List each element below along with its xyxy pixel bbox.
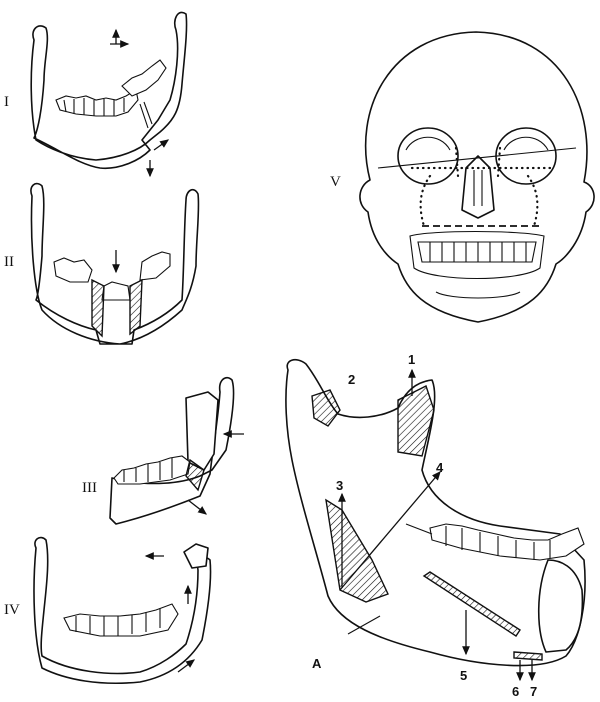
panel-i-label: I <box>4 94 9 110</box>
panel-ii-label: II <box>4 254 14 270</box>
panel-i-mandible: I <box>4 11 188 178</box>
panel-iii-label: III <box>82 480 97 496</box>
panel-iv-mandible: IV <box>4 536 212 685</box>
number-7: 7 <box>530 684 537 699</box>
panel-ii-mandible: II <box>4 182 200 345</box>
number-6: 6 <box>512 684 519 699</box>
number-4: 4 <box>436 460 444 475</box>
panel-v-label: V <box>330 174 341 190</box>
panel-a-label: A <box>312 656 322 671</box>
number-5: 5 <box>460 668 467 683</box>
panel-iii-mandible: III <box>82 376 244 525</box>
panel-v-skull: V <box>330 31 595 323</box>
number-3: 3 <box>336 478 343 493</box>
number-1: 1 <box>408 352 415 367</box>
panel-iv-label: IV <box>4 602 20 618</box>
panel-a-mandible: A 1 2 3 4 5 6 7 <box>285 352 586 699</box>
number-2: 2 <box>348 372 355 387</box>
